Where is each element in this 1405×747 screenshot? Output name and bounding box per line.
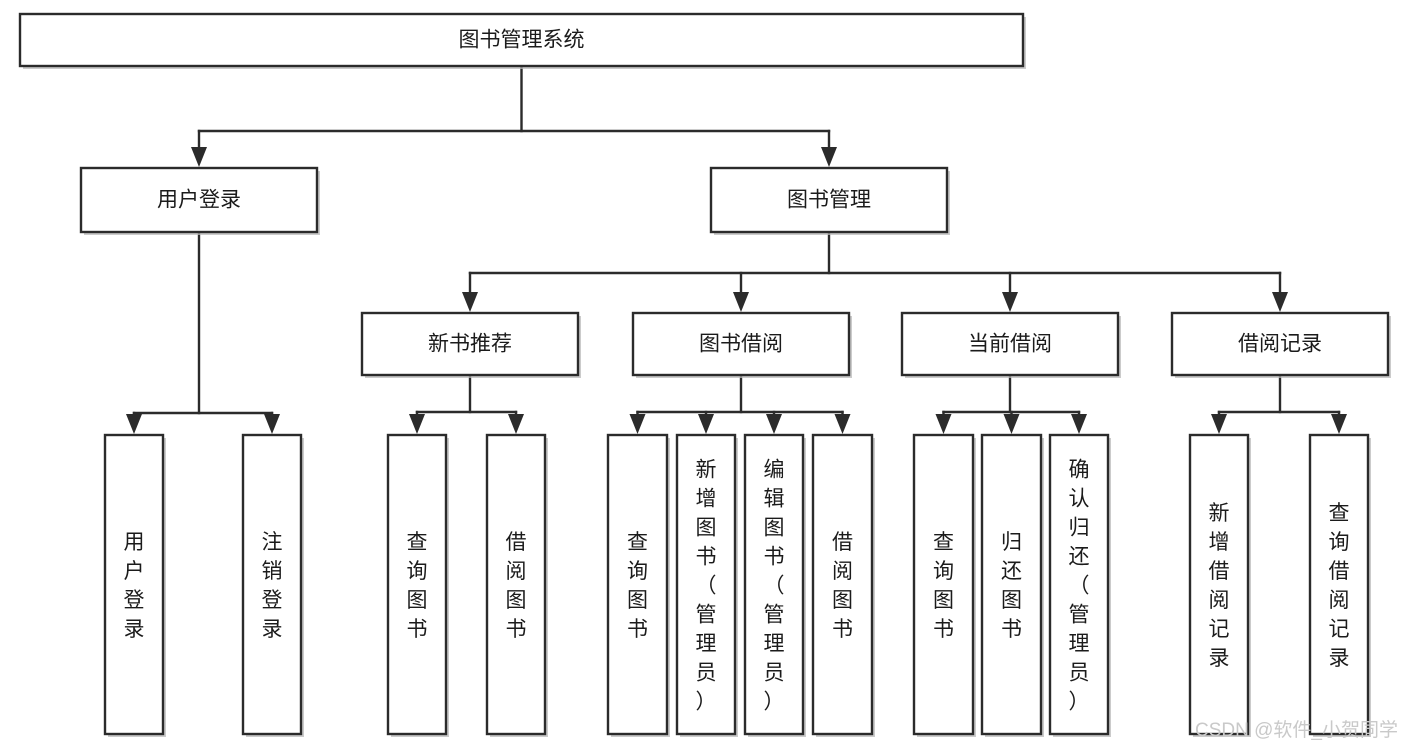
node-label: 新增图书（管理员）	[696, 459, 717, 714]
node-label: 查询借阅记录	[1329, 502, 1350, 670]
arrow-head-icon	[409, 414, 425, 434]
node-label: 用户登录	[124, 531, 145, 641]
node-label: 编辑图书（管理员）	[764, 459, 785, 714]
node-label: 新书推荐	[428, 333, 512, 356]
node-leaf-query-book-cb[interactable]: 查询图书	[912, 433, 976, 737]
node-rect[interactable]	[743, 433, 805, 736]
node-label: 当前借阅	[968, 333, 1052, 356]
nodes-layer: 图书管理系统用户登录图书管理新书推荐图书借阅当前借阅借阅记录用户登录注销登录查询…	[18, 12, 1391, 737]
arrow-head-icon	[834, 414, 851, 434]
node-leaf-query-book-bb[interactable]: 查询图书	[606, 433, 670, 737]
node-label: 新增借阅记录	[1209, 502, 1230, 670]
arrow-head-icon	[1331, 414, 1347, 434]
node-book-manage[interactable]: 图书管理	[709, 166, 950, 235]
node-leaf-user-login[interactable]: 用户登录	[103, 433, 166, 737]
arrow-head-icon	[1003, 414, 1020, 434]
node-rect[interactable]	[1048, 433, 1110, 736]
node-rect[interactable]	[1188, 433, 1250, 736]
node-label: 注销登录	[262, 531, 283, 641]
edges-layer	[126, 64, 1347, 434]
arrow-head-icon	[508, 414, 524, 434]
node-rect[interactable]	[912, 433, 975, 736]
node-label: 查询图书	[627, 531, 648, 641]
node-label: 用户登录	[157, 189, 241, 212]
node-label: 归还图书	[1001, 531, 1022, 641]
node-rect[interactable]	[485, 433, 547, 736]
node-rect[interactable]	[709, 166, 949, 234]
node-leaf-edit-book[interactable]: 编辑图书（管理员）	[743, 433, 806, 737]
node-rect[interactable]	[386, 433, 448, 736]
arrow-head-icon	[191, 147, 207, 167]
node-book-borrow[interactable]: 图书借阅	[631, 311, 852, 378]
node-label: 图书借阅	[699, 333, 783, 356]
node-leaf-confirm-return[interactable]: 确认归还（管理员）	[1048, 433, 1111, 737]
arrow-head-icon	[1002, 292, 1018, 312]
node-leaf-borrow-book-rec[interactable]: 借阅图书	[485, 433, 548, 737]
node-leaf-add-borrow-record[interactable]: 新增借阅记录	[1188, 433, 1251, 737]
node-leaf-borrow-book-bb[interactable]: 借阅图书	[811, 433, 875, 737]
node-rect[interactable]	[1170, 311, 1390, 377]
node-rect[interactable]	[980, 433, 1043, 736]
node-root[interactable]: 图书管理系统	[18, 12, 1026, 69]
node-label: 查询图书	[933, 531, 954, 641]
node-leaf-add-book[interactable]: 新增图书（管理员）	[675, 433, 738, 737]
arrow-head-icon	[126, 414, 142, 434]
arrow-head-icon	[733, 292, 749, 312]
node-rect[interactable]	[606, 433, 669, 736]
arrow-head-icon	[935, 414, 952, 434]
node-label: 查询图书	[407, 531, 428, 641]
arrow-head-icon	[462, 292, 478, 312]
node-label: 确认归还（管理员）	[1069, 459, 1090, 714]
node-rect[interactable]	[360, 311, 580, 377]
node-leaf-query-book-rec[interactable]: 查询图书	[386, 433, 449, 737]
node-rect[interactable]	[675, 433, 737, 736]
node-rect[interactable]	[631, 311, 851, 377]
node-leaf-logout-login[interactable]: 注销登录	[241, 433, 304, 737]
node-label: 图书管理系统	[459, 29, 585, 52]
arrow-head-icon	[698, 414, 714, 434]
node-user-login[interactable]: 用户登录	[79, 166, 320, 235]
arrow-head-icon	[264, 414, 280, 434]
node-leaf-query-borrow-record[interactable]: 查询借阅记录	[1308, 433, 1371, 737]
node-current-borrow[interactable]: 当前借阅	[900, 311, 1121, 378]
node-leaf-return-book[interactable]: 归还图书	[980, 433, 1044, 737]
node-label: 借阅图书	[506, 531, 527, 641]
node-new-book-recommend[interactable]: 新书推荐	[360, 311, 581, 378]
arrow-head-icon	[1272, 292, 1288, 312]
node-label: 借阅图书	[832, 531, 853, 641]
csdn-watermark: CSDN @软件_小贺同学	[1195, 719, 1398, 741]
arrow-head-icon	[821, 147, 837, 167]
node-label: 借阅记录	[1238, 333, 1322, 356]
node-rect[interactable]	[1308, 433, 1370, 736]
arrow-head-icon	[1071, 414, 1087, 434]
node-label: 图书管理	[787, 189, 871, 212]
arrow-head-icon	[766, 414, 782, 434]
node-rect[interactable]	[18, 12, 1025, 68]
node-rect[interactable]	[900, 311, 1120, 377]
node-rect[interactable]	[811, 433, 874, 736]
arrow-head-icon	[1211, 414, 1227, 434]
node-rect[interactable]	[79, 166, 319, 234]
arrow-head-icon	[629, 414, 646, 434]
node-rect[interactable]	[103, 433, 165, 736]
node-rect[interactable]	[241, 433, 303, 736]
node-borrow-record[interactable]: 借阅记录	[1170, 311, 1391, 378]
